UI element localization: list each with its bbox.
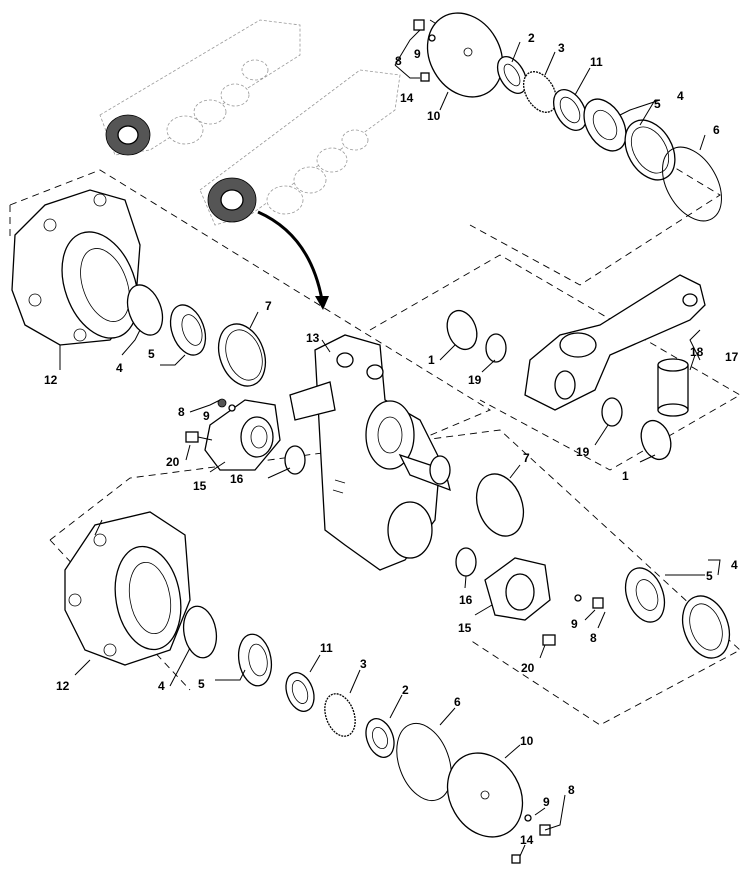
callout-3: 3	[558, 41, 565, 55]
bushing-16-right	[455, 547, 477, 577]
tone-ring-3-lower	[324, 693, 356, 737]
callout-9: 9	[203, 409, 210, 423]
bushing-16-left	[284, 445, 306, 475]
bolt-8-bottom	[524, 814, 551, 836]
bearing-cup-4-upper	[126, 284, 164, 336]
callout-15: 15	[193, 479, 207, 493]
callout-8: 8	[568, 783, 575, 797]
bolt-top	[413, 19, 425, 31]
bearing-cup-4-top	[624, 119, 676, 181]
flange-15-left	[204, 399, 281, 471]
callout-19: 19	[576, 445, 590, 459]
callout-7: 7	[523, 451, 530, 465]
bushing-19-upper	[485, 333, 507, 363]
callout-13: 13	[306, 331, 320, 345]
callout-18: 18	[690, 345, 704, 359]
bearing-5-top	[583, 98, 627, 152]
callout-4: 4	[158, 679, 165, 693]
assembly-outline-pivot-arm	[369, 254, 741, 471]
callout-14: 14	[400, 91, 414, 105]
seal-1-lower	[640, 419, 672, 461]
machine-overview-illustration-back	[99, 19, 301, 156]
callout-labels: 8 9 14 10 2 3 11 5 4 6 7 4 5 12 13 8 9 2…	[44, 31, 739, 847]
callout-2: 2	[528, 31, 535, 45]
bolt-14-top	[420, 72, 430, 82]
callout-8: 8	[395, 54, 402, 68]
callout-9: 9	[414, 47, 421, 61]
seal-1-upper	[446, 309, 478, 351]
bearing-cup-4-lower-left	[182, 605, 218, 659]
tone-ring-3-top	[522, 71, 558, 113]
callout-8: 8	[178, 405, 185, 419]
callout-2: 2	[402, 683, 409, 697]
cover-plate-bottom	[446, 752, 524, 838]
callout-1: 1	[622, 469, 629, 483]
callout-19: 19	[468, 373, 482, 387]
callout-20: 20	[166, 455, 180, 469]
o-ring-6-top	[662, 146, 722, 222]
bolt-20-left	[185, 431, 213, 443]
seal-2-top	[496, 56, 528, 94]
sleeve-18	[657, 358, 689, 417]
callout-6: 6	[454, 695, 461, 709]
callout-5: 5	[198, 677, 205, 691]
cover-plate-top	[426, 12, 504, 98]
flange-15-right	[484, 557, 551, 621]
callout-7: 7	[265, 299, 272, 313]
seal-7-upper	[217, 323, 267, 387]
machine-overview-illustration-front	[199, 69, 401, 226]
callout-14: 14	[520, 833, 534, 847]
callout-12: 12	[44, 373, 58, 387]
bearing-5-lower-right	[624, 567, 666, 623]
bolt-9-left	[217, 398, 236, 412]
callout-3: 3	[360, 657, 367, 671]
callout-9: 9	[571, 617, 578, 631]
bearing-5-upper	[169, 304, 207, 356]
callout-20: 20	[521, 661, 535, 675]
callout-4: 4	[116, 361, 123, 375]
detail-arrow	[257, 210, 329, 310]
wheel-hub-12-lower	[64, 511, 191, 666]
bolt-8-mid	[574, 594, 604, 609]
seal-2-lower	[365, 718, 395, 758]
bearing-5-lower-left	[237, 633, 273, 687]
callout-16: 16	[459, 593, 473, 607]
callout-9: 9	[543, 795, 550, 809]
leader-lines	[59, 29, 721, 857]
callout-15: 15	[458, 621, 472, 635]
assembly-outline-upper-hub	[9, 169, 491, 449]
ring-11-top	[552, 89, 588, 131]
callout-17: 17	[725, 350, 739, 364]
bearing-cup-4-lower-right	[681, 595, 731, 659]
callout-11: 11	[590, 55, 603, 69]
callout-4: 4	[731, 558, 738, 572]
callout-4: 4	[677, 89, 684, 103]
washer-top	[428, 34, 436, 42]
callout-16: 16	[230, 472, 244, 486]
callout-5: 5	[706, 569, 713, 583]
callout-8: 8	[590, 631, 597, 645]
callout-5: 5	[654, 97, 661, 111]
callout-6: 6	[713, 123, 720, 137]
callout-5: 5	[148, 347, 155, 361]
ring-11-lower	[285, 672, 315, 712]
bolt-20-right	[542, 634, 556, 646]
callout-11: 11	[320, 641, 333, 655]
pivot-arm-17	[524, 274, 706, 411]
steering-knuckle-13	[289, 334, 451, 571]
bushing-19-lower	[601, 397, 623, 427]
bolt-14-bottom	[511, 854, 521, 864]
callout-10: 10	[520, 734, 534, 748]
o-ring-6-lower	[396, 722, 452, 802]
seal-7-lower	[475, 473, 525, 537]
callout-10: 10	[427, 109, 441, 123]
callout-1: 1	[428, 353, 435, 367]
wheel-hub-12-upper	[11, 189, 141, 346]
callout-12: 12	[56, 679, 70, 693]
